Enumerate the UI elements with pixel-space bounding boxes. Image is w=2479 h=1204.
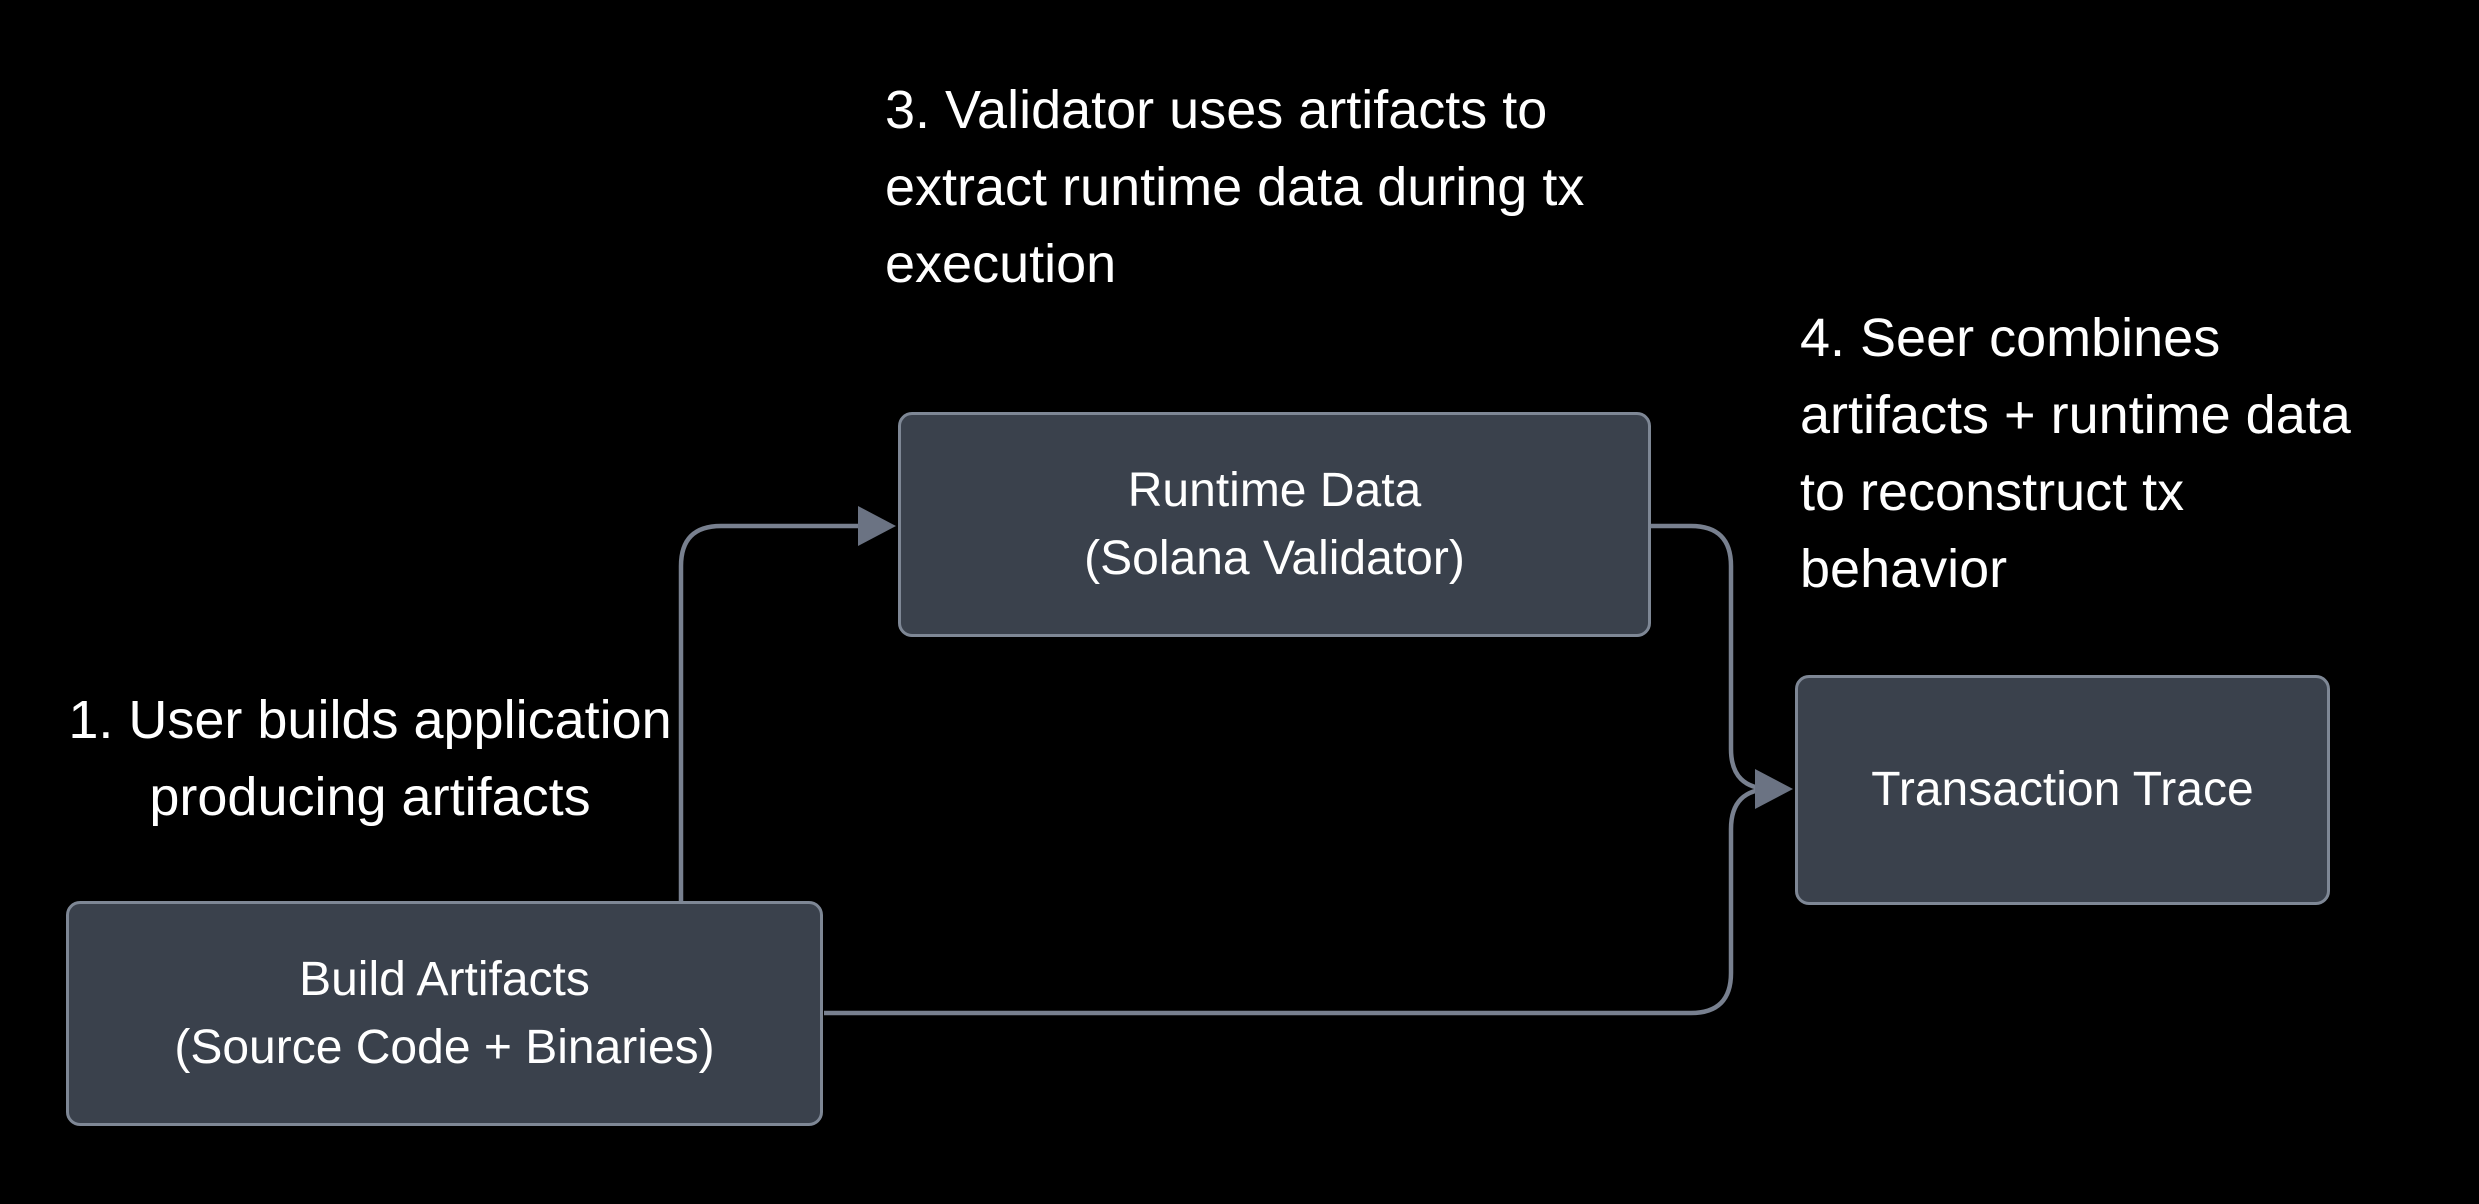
connector-build-to-trace [824, 786, 1772, 1016]
node-build-artifacts: Build Artifacts (Source Code + Binaries) [66, 901, 823, 1126]
annotation-step-3: 3. Validator uses artifacts to extract r… [885, 80, 1585, 294]
node-transaction-trace: Transaction Trace [1795, 675, 2330, 905]
arrowhead-into-transaction-trace-icon [1755, 769, 1793, 809]
annotation-step-1: 1. User builds application producing art… [68, 690, 672, 827]
node-transaction-trace-label: Transaction Trace [1871, 763, 2254, 816]
arrowhead-into-runtime-data-icon [858, 506, 896, 546]
annotation-step-4: 4. Seer combines artifacts + runtime dat… [1800, 308, 2351, 599]
connector-build-to-runtime [678, 523, 860, 902]
node-build-artifacts-label: Build Artifacts (Source Code + Binaries) [174, 952, 715, 1074]
node-runtime-data-label: Runtime Data (Solana Validator) [1084, 463, 1465, 585]
connector-runtime-to-trace [1651, 523, 1772, 792]
node-runtime-data: Runtime Data (Solana Validator) [898, 412, 1651, 637]
